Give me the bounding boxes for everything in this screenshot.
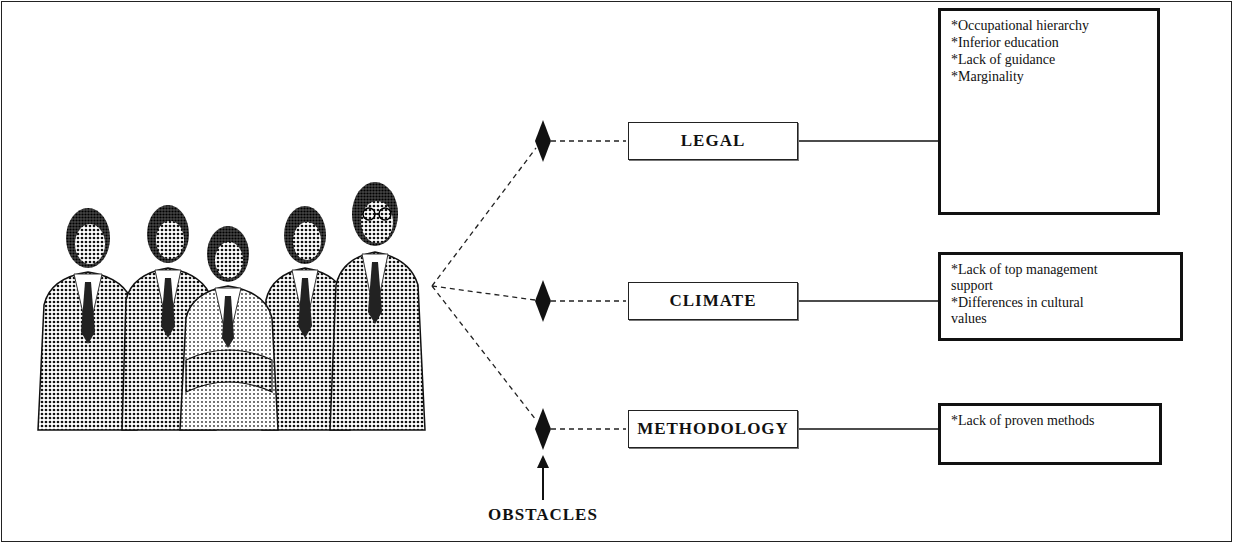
diamond-symbols [535,120,551,450]
obstacles-label: OBSTACLES [486,505,600,525]
obstacles-arrow [537,455,549,500]
obstacle-item: *Inferior education [951,35,1111,51]
obstacle-item: *Lack of guidance [951,52,1111,68]
connector-line [798,300,938,302]
connector-line [798,428,938,430]
category-box: LEGAL [628,122,798,160]
man-figure [180,226,278,430]
connector-line [798,140,938,142]
obstacle-item: *Marginality [951,69,1111,85]
dashed-fan-lines [432,141,626,429]
category-box: METHODOLOGY [628,410,798,448]
obstacle-list-box: *Lack of proven methods [938,403,1162,465]
obstacle-list-box: *Occupational hierarchy*Inferior educati… [938,8,1160,215]
category-label: CLIMATE [670,291,757,311]
obstacle-item: *Differences in cultural values [951,295,1111,327]
category-label: LEGAL [681,131,746,151]
man-figure [38,208,137,430]
obstacle-list-box: *Lack of top management support*Differen… [938,252,1183,341]
obstacle-item: *Lack of proven methods [951,413,1111,429]
obstacle-item: *Lack of top management support [951,262,1111,294]
man-figure [330,182,425,430]
obstacle-item: *Occupational hierarchy [951,18,1111,34]
category-label: METHODOLOGY [637,419,789,439]
category-box: CLIMATE [628,282,798,320]
